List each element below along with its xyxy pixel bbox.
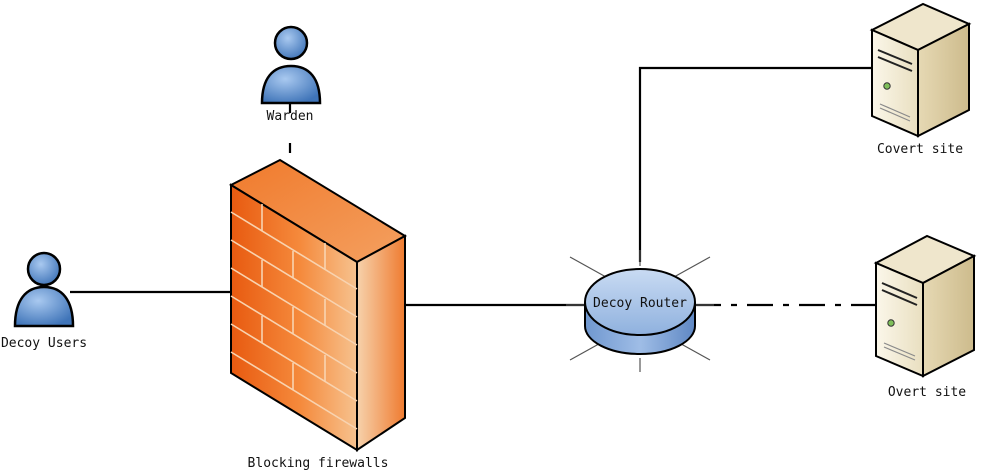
router-label: Decoy Router xyxy=(593,296,687,311)
router-icon xyxy=(566,250,714,372)
covert-server-icon xyxy=(869,2,972,138)
edge-router-covert xyxy=(638,66,872,262)
connector-lines xyxy=(70,66,876,307)
warden-label: Warden xyxy=(266,109,314,124)
decoy-users-person-icon xyxy=(13,251,75,328)
decoy-users-label: Decoy Users xyxy=(0,336,88,351)
firewall-label: Blocking firewalls xyxy=(247,456,389,471)
warden-person-icon xyxy=(260,25,322,105)
covert-site-label: Covert site xyxy=(876,142,964,157)
overt-server-icon xyxy=(873,234,977,378)
firewall-icon xyxy=(228,158,408,452)
overt-site-label: Overt site xyxy=(887,385,967,400)
